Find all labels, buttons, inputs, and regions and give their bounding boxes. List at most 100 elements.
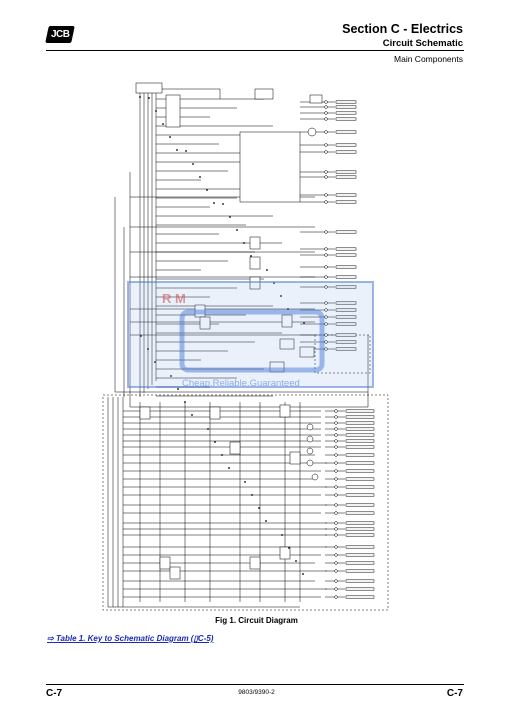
watermark: R M Cheap.Reliable.Guaranteed xyxy=(127,281,374,389)
document-number: 9803/9390-2 xyxy=(238,689,275,696)
xref-text: Table 1. Key to Schematic Diagram ( xyxy=(55,634,194,643)
component xyxy=(254,88,274,100)
component xyxy=(345,521,375,525)
component xyxy=(335,200,357,204)
component xyxy=(229,441,241,455)
component xyxy=(345,409,375,413)
terminal xyxy=(324,253,328,257)
component xyxy=(345,561,375,565)
component xyxy=(335,117,357,121)
junction xyxy=(265,520,267,522)
junction xyxy=(302,573,304,575)
component xyxy=(159,556,171,570)
component xyxy=(239,131,301,203)
junction xyxy=(206,189,208,191)
terminal xyxy=(324,175,328,179)
terminal xyxy=(324,111,328,115)
terminal xyxy=(306,435,314,443)
terminal xyxy=(334,433,338,437)
terminal xyxy=(334,521,338,525)
junction xyxy=(280,295,282,297)
component xyxy=(335,230,357,234)
header-rule xyxy=(46,50,464,51)
component xyxy=(165,94,181,128)
component xyxy=(345,503,375,507)
terminal xyxy=(324,301,328,305)
component xyxy=(279,404,291,418)
subsection-title: Main Components xyxy=(394,54,463,64)
watermark-text: Cheap.Reliable.Guaranteed xyxy=(182,378,300,389)
component xyxy=(335,170,357,174)
terminal xyxy=(334,511,338,515)
junction xyxy=(258,507,260,509)
component xyxy=(345,579,375,583)
footer-rule xyxy=(46,684,464,685)
junction xyxy=(303,322,305,324)
component xyxy=(345,445,375,449)
component xyxy=(345,433,375,437)
junction xyxy=(162,123,164,125)
terminal xyxy=(324,117,328,121)
component xyxy=(335,275,357,279)
component xyxy=(345,553,375,557)
component xyxy=(335,347,357,351)
junction xyxy=(251,494,253,496)
dashed-box xyxy=(314,334,371,374)
junction xyxy=(281,534,283,536)
terminal xyxy=(324,100,328,104)
junction xyxy=(147,348,149,350)
terminal xyxy=(334,587,338,591)
component xyxy=(335,301,357,305)
component xyxy=(345,477,375,481)
junction xyxy=(199,176,201,178)
junction xyxy=(229,216,231,218)
component xyxy=(279,546,291,560)
terminal xyxy=(324,347,328,351)
terminal xyxy=(334,569,338,573)
component xyxy=(209,406,221,420)
cross-reference-link[interactable]: ⇨ Table 1. Key to Schematic Diagram (▯C-… xyxy=(47,634,213,643)
terminal xyxy=(324,230,328,234)
terminal xyxy=(306,459,314,467)
component xyxy=(335,100,357,104)
junction xyxy=(266,269,268,271)
component xyxy=(345,469,375,473)
terminal xyxy=(334,461,338,465)
component xyxy=(345,415,375,419)
terminal xyxy=(324,170,328,174)
junction xyxy=(243,242,245,244)
component xyxy=(335,175,357,179)
component xyxy=(299,346,315,358)
junction xyxy=(222,203,224,205)
component xyxy=(345,493,375,497)
terminal xyxy=(324,200,328,204)
terminal xyxy=(324,247,328,251)
terminal xyxy=(334,427,338,431)
component xyxy=(345,511,375,515)
component xyxy=(335,285,357,289)
circuit-diagram: R M Cheap.Reliable.Guaranteed xyxy=(102,82,389,611)
junction xyxy=(228,467,230,469)
component xyxy=(335,150,357,154)
component xyxy=(345,485,375,489)
component xyxy=(335,322,357,326)
terminal xyxy=(307,127,317,137)
terminal xyxy=(324,143,328,147)
right-arrow-icon: ⇨ xyxy=(47,634,54,643)
terminal xyxy=(324,285,328,289)
junction xyxy=(250,255,252,257)
junction xyxy=(139,96,141,98)
junction xyxy=(214,441,216,443)
section-title: Section C - Electrics xyxy=(342,22,463,36)
junction xyxy=(244,481,246,483)
junction xyxy=(148,97,150,99)
component xyxy=(345,439,375,443)
component xyxy=(345,595,375,599)
component xyxy=(335,253,357,257)
component xyxy=(345,587,375,591)
terminal xyxy=(334,493,338,497)
junction xyxy=(236,229,238,231)
terminal xyxy=(334,579,338,583)
terminal xyxy=(324,193,328,197)
junction xyxy=(191,414,193,416)
